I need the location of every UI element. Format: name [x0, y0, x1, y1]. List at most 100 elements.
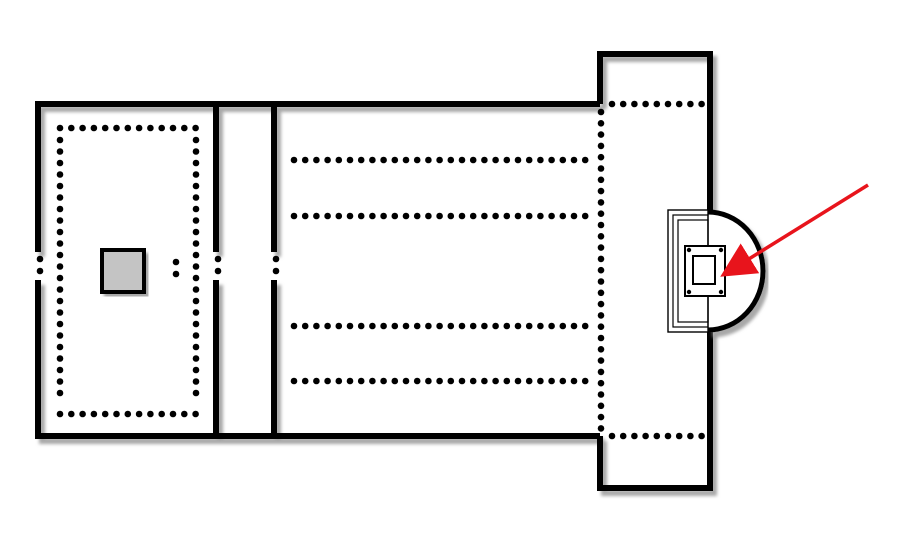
column-dot	[169, 410, 177, 418]
column-dot	[391, 212, 399, 220]
column-dot	[90, 410, 98, 418]
red-arrow	[720, 183, 869, 277]
column-dot	[56, 263, 64, 270]
column-dot	[503, 377, 511, 385]
column-dot	[192, 309, 200, 316]
column-dot	[537, 212, 544, 220]
column-dot	[301, 377, 309, 385]
column-dot	[56, 205, 64, 213]
column-dot	[357, 156, 365, 164]
column-dot	[290, 322, 298, 330]
column-dot	[272, 255, 280, 263]
column-dot	[675, 100, 683, 108]
column-dot	[192, 366, 200, 374]
column-dot	[698, 100, 705, 108]
column-dot	[559, 212, 567, 220]
column-dot	[79, 410, 86, 418]
column-dot	[192, 389, 200, 397]
column-dot	[192, 205, 200, 213]
column-dot	[537, 322, 544, 330]
doorway-columns	[36, 255, 280, 278]
column-dot	[369, 377, 376, 385]
column-dot	[56, 159, 64, 167]
column-dot	[313, 156, 320, 164]
column-dot	[597, 368, 605, 376]
atrium-colonnade	[56, 124, 200, 418]
column-dot	[402, 212, 410, 220]
column-dot	[301, 212, 309, 220]
column-dot	[597, 346, 605, 353]
column-dot	[698, 432, 705, 440]
column-dot	[413, 156, 421, 164]
column-dot	[469, 212, 477, 220]
column-dot	[597, 108, 605, 116]
column-dot	[425, 322, 432, 330]
arrow-shaft	[720, 183, 869, 277]
column-dot	[570, 377, 578, 385]
column-dot	[192, 286, 200, 293]
column-dot	[56, 366, 64, 374]
column-dot	[597, 210, 605, 217]
column-dot	[68, 124, 75, 132]
column-dot	[597, 221, 605, 229]
column-dot	[514, 212, 522, 220]
column-dot	[597, 379, 605, 387]
column-dot	[597, 300, 605, 308]
column-dot	[525, 212, 533, 220]
column-dot	[192, 124, 199, 132]
column-dot	[56, 378, 64, 385]
column-dot	[147, 124, 154, 132]
column-dot	[597, 131, 605, 138]
column-dot	[413, 377, 421, 385]
column-dot	[436, 156, 443, 164]
column-dot	[402, 156, 410, 164]
column-dot	[608, 432, 616, 440]
column-dot	[597, 323, 605, 331]
column-dot	[101, 410, 109, 418]
column-dot	[619, 100, 627, 108]
column-dot	[413, 322, 421, 330]
column-dot	[324, 156, 331, 164]
column-dot	[369, 212, 376, 220]
column-dot	[675, 432, 683, 440]
column-dot	[436, 377, 443, 385]
column-dot	[56, 274, 64, 282]
column-dot	[664, 100, 672, 108]
column-dot	[581, 322, 589, 330]
column-dot	[124, 410, 132, 418]
column-dot	[597, 120, 605, 127]
column-dot	[503, 212, 511, 220]
column-dot	[559, 377, 567, 385]
column-dot	[192, 332, 200, 339]
column-dot	[172, 258, 180, 266]
column-dot	[56, 286, 64, 293]
column-dot	[335, 322, 343, 330]
column-dot	[447, 322, 455, 330]
column-dot	[548, 212, 555, 220]
column-dot	[391, 156, 399, 164]
column-dot	[447, 377, 455, 385]
column-dot	[492, 156, 499, 164]
column-dot	[537, 377, 544, 385]
column-dot	[192, 355, 200, 362]
column-dot	[56, 148, 64, 155]
column-dot	[413, 212, 421, 220]
column-dot	[597, 334, 605, 342]
column-dot	[158, 124, 165, 132]
column-dot	[380, 322, 387, 330]
column-dot	[597, 255, 605, 263]
column-dot	[492, 322, 499, 330]
column-dot	[56, 182, 64, 190]
column-dot	[113, 124, 120, 132]
column-dot	[181, 124, 188, 132]
column-dot	[192, 228, 200, 236]
column-dot	[90, 124, 98, 132]
column-dot	[369, 156, 376, 164]
column-dot	[380, 377, 387, 385]
column-dot	[458, 156, 466, 164]
column-dot	[687, 432, 694, 440]
column-dot	[581, 377, 589, 385]
column-dot	[570, 156, 578, 164]
column-dot	[492, 212, 499, 220]
